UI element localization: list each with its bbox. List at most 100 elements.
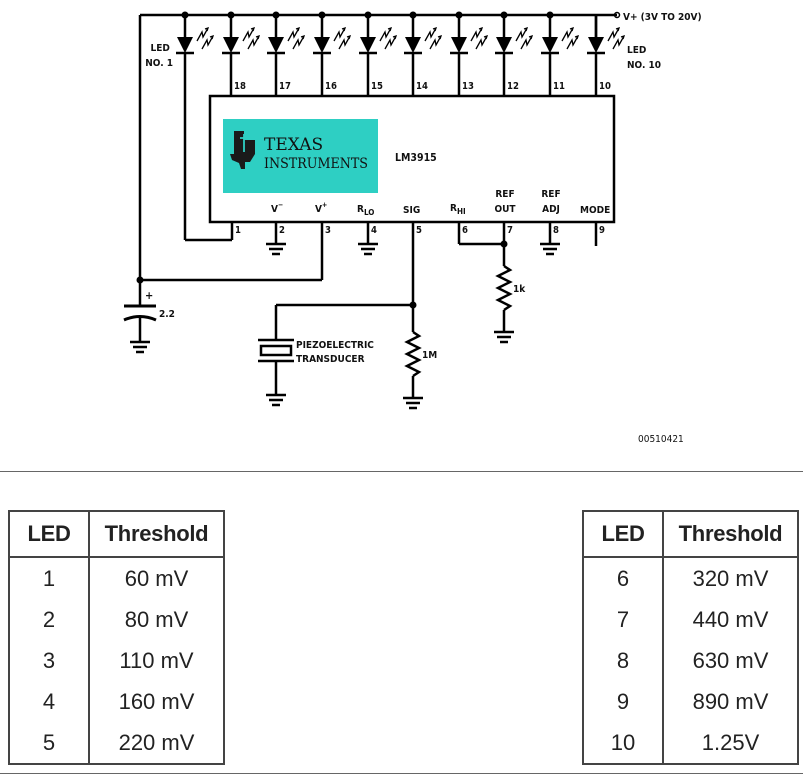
threshold-cell: 110 mV: [89, 640, 225, 681]
led-cell: 7: [582, 599, 664, 640]
pin-number: 17: [279, 81, 291, 92]
pin-number: 15: [371, 81, 383, 92]
vplus-connection: [140, 222, 324, 282]
ground-icon: [356, 242, 380, 256]
transducer-label-line1: PIEZOELECTRIC: [296, 340, 374, 351]
pin-number: 16: [325, 81, 337, 92]
table-header-row: LED Threshold: [8, 510, 225, 558]
chip-name: LM3915: [395, 152, 437, 164]
pin-number: 13: [462, 81, 474, 92]
pin-number: 6: [462, 225, 468, 236]
led-first-label-line2: NO. 1: [145, 58, 173, 69]
threshold-cell: 80 mV: [89, 599, 225, 640]
led-last-label: LED NO. 10: [627, 45, 661, 71]
supply-label: V+ (3V TO 20V): [623, 12, 702, 23]
threshold-cell: 160 mV: [89, 681, 225, 722]
led-cell: 10: [582, 722, 664, 765]
pin-number: 7: [507, 225, 513, 236]
threshold-cell: 440 mV: [663, 599, 799, 640]
pin-label-rhi: RHI: [450, 203, 466, 216]
threshold-cell: 630 mV: [663, 640, 799, 681]
bottom-pin-numbers: 1 2 3 4 5 6 7 8 9: [235, 225, 605, 236]
resistor-1m-icon: [404, 330, 422, 378]
led-array: [174, 11, 626, 242]
pin-number: 12: [507, 81, 519, 92]
led-cell: 9: [582, 681, 664, 722]
resistor-1k-icon: [495, 264, 513, 312]
pin-number: 8: [553, 225, 559, 236]
header-threshold: Threshold: [663, 510, 799, 558]
threshold-cell: 60 mV: [89, 557, 225, 599]
led-cell: 4: [8, 681, 90, 722]
pin-number: 5: [416, 225, 422, 236]
pin-number: 4: [371, 225, 377, 236]
pin2-ground: [264, 222, 288, 256]
led-cell: 5: [8, 722, 90, 765]
led-first-label-line1: LED: [151, 43, 170, 54]
ground-icon: [538, 242, 562, 256]
led-first-label: LED NO. 1: [145, 43, 173, 69]
capacitor-polarity: +: [145, 289, 153, 302]
pin-label-mode: MODE: [580, 205, 610, 216]
pin-number: 14: [416, 81, 428, 92]
pin-number: 2: [279, 225, 285, 236]
ground-icon: [401, 396, 425, 410]
pin-number: 11: [553, 81, 565, 92]
pin-label-sig: SIG: [403, 205, 420, 216]
pin-number: 3: [325, 225, 331, 236]
pin-number: 9: [599, 225, 605, 236]
divider-bottom: [0, 773, 803, 774]
ti-logo: TEXAS INSTRUMENTS: [223, 119, 378, 193]
pin-number: 10: [599, 81, 611, 92]
table-header-row: LED Threshold: [582, 510, 799, 558]
led-diode-icon: [174, 13, 215, 98]
capacitor-value: 2.2: [159, 309, 175, 320]
led-cell: 2: [8, 599, 90, 640]
pin-number: 18: [234, 81, 246, 92]
capacitor: [123, 280, 157, 354]
ground-icon: [264, 242, 288, 256]
top-pin-numbers: 18 17 16 15 14 13 12 11 10: [234, 81, 611, 92]
texas-state-icon: [230, 131, 255, 169]
led-last-label-line1: LED: [627, 45, 646, 56]
led-cell: 6: [582, 557, 664, 599]
ti-logo-texas: TEXAS: [264, 135, 323, 155]
transducer-label: PIEZOELECTRIC TRANSDUCER: [296, 340, 377, 365]
figure-code: 00510421: [638, 434, 684, 445]
header-led: LED: [582, 510, 664, 558]
pin4-ground: [356, 222, 380, 256]
header-threshold: Threshold: [89, 510, 225, 558]
reference-network: [457, 222, 516, 344]
led-cell: 1: [8, 557, 90, 599]
header-led: LED: [8, 510, 90, 558]
signal-input-network: [274, 222, 425, 410]
threshold-cell: 320 mV: [663, 557, 799, 599]
divider-top: [0, 471, 803, 472]
ground-icon: [492, 330, 516, 344]
piezo-transducer-icon: [258, 338, 294, 407]
transducer-label-line2: TRANSDUCER: [296, 354, 365, 365]
threshold-cell: 1.25V: [663, 722, 799, 765]
threshold-cell: 890 mV: [663, 681, 799, 722]
ti-logo-instruments: INSTRUMENTS: [264, 156, 368, 172]
circuit-schematic: V+ (3V TO 20V) LED NO. 1 LED NO. 10: [123, 11, 702, 445]
led-cell: 8: [582, 640, 664, 681]
pin8-ground: [538, 222, 562, 256]
threshold-cell: 220 mV: [89, 722, 225, 765]
resistor-1m-label: 1M: [422, 350, 437, 361]
resistor-1k-label: 1k: [513, 284, 526, 295]
pin-number: 1: [235, 225, 241, 236]
